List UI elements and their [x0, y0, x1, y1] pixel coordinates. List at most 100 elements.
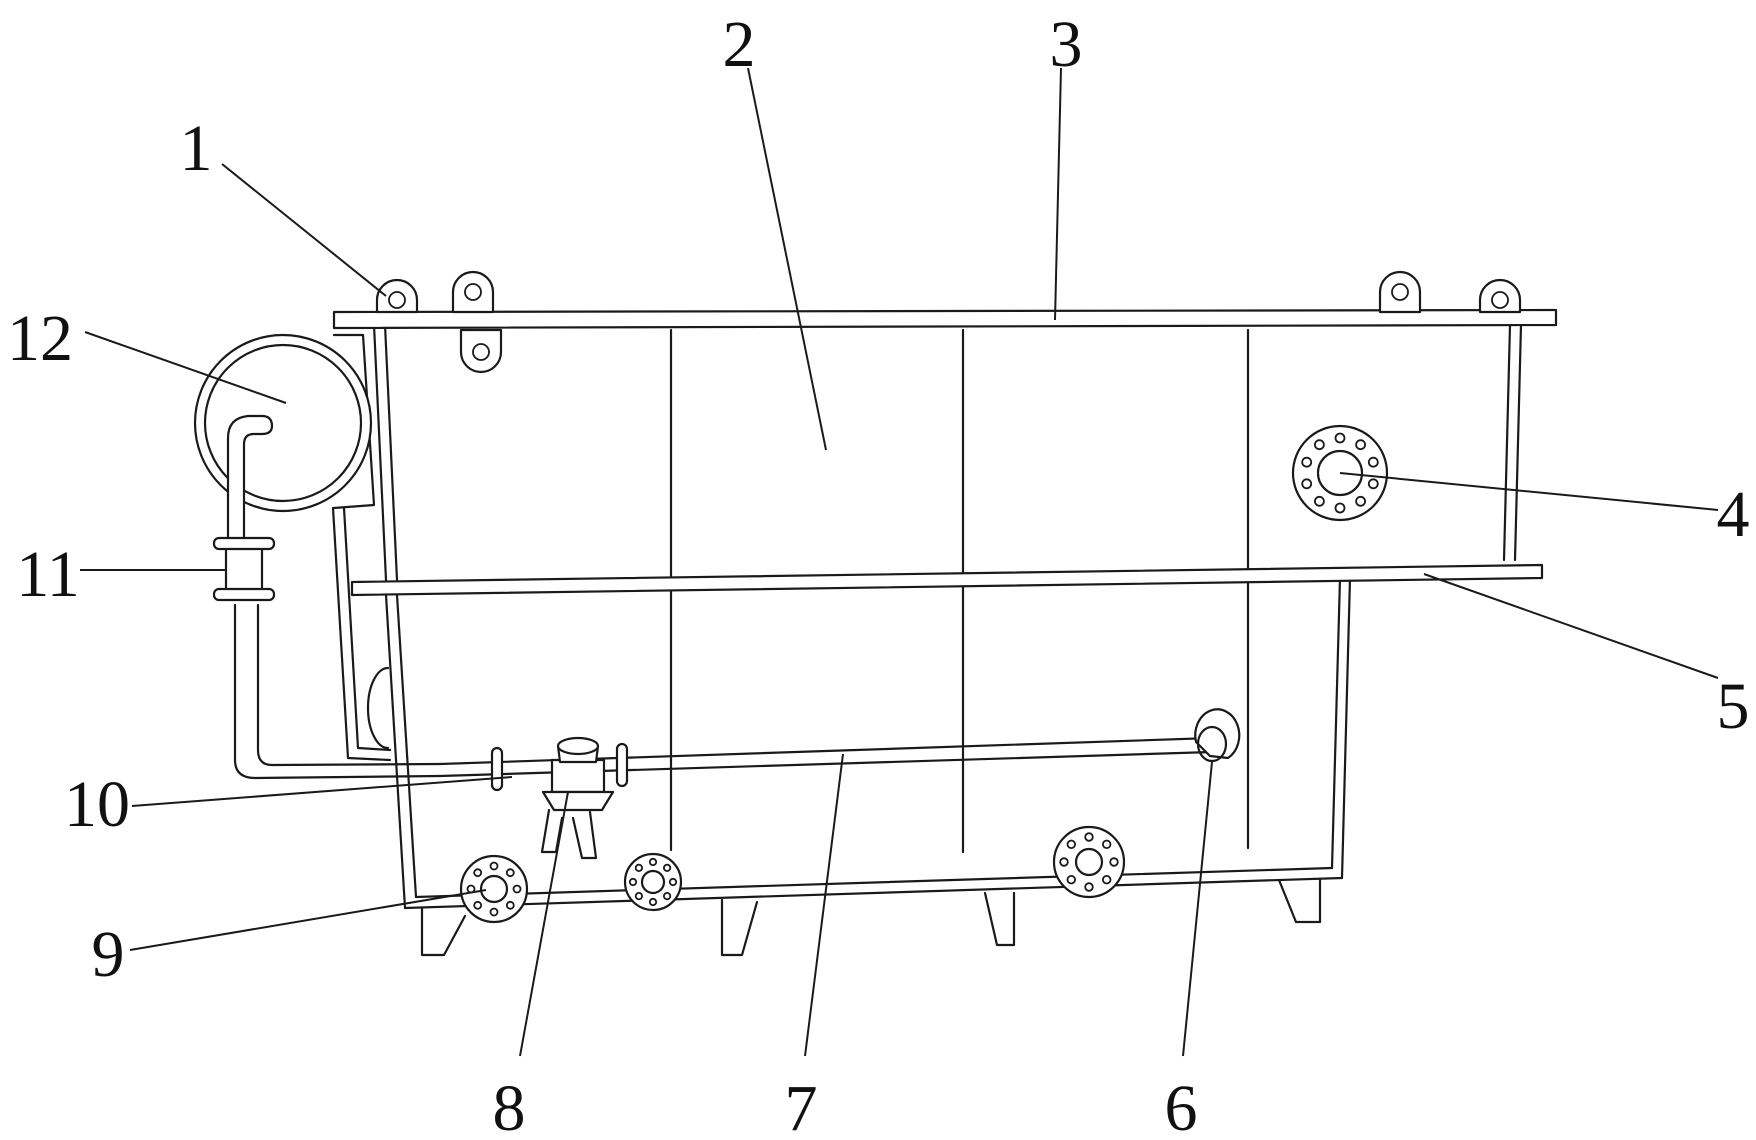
- lifting-lug: [375, 278, 419, 314]
- leader-lines: [80, 67, 1719, 1057]
- part-label-1: 1: [180, 112, 213, 185]
- part-label-5: 5: [1717, 670, 1750, 743]
- bolt-hole: [473, 868, 483, 878]
- bolt-hole: [1334, 502, 1346, 514]
- tank-left-wall-lower-inner: [395, 593, 418, 899]
- leader-line-6: [1182, 761, 1213, 1057]
- part-label-11: 11: [16, 538, 80, 611]
- outlet-flange-bolts: [1301, 432, 1379, 514]
- bolt-hole: [1084, 882, 1094, 892]
- part-label-4: 4: [1717, 478, 1750, 551]
- pipe-elbow-opening: [1196, 725, 1228, 763]
- wall-port: [366, 666, 390, 750]
- lifting-lug: [1378, 270, 1422, 314]
- motor-housing-inner: [203, 343, 363, 503]
- support-leg: [983, 891, 1016, 947]
- bolt-hole: [489, 861, 499, 871]
- bolt-hole: [505, 900, 515, 910]
- leader-line-5: [1423, 573, 1719, 679]
- support-leg: [1277, 878, 1322, 924]
- bottom-flange-bore: [1074, 847, 1104, 877]
- lifting-lug-hole: [1491, 291, 1509, 309]
- part-label-9: 9: [92, 918, 125, 991]
- leader-line-10: [131, 776, 513, 807]
- bolt-hole: [634, 891, 644, 901]
- bolt-hole: [1059, 857, 1069, 867]
- lifting-lugs: [375, 270, 1522, 374]
- air-pipe-lower-inner: [256, 603, 442, 767]
- part-label-6: 6: [1165, 1072, 1198, 1140]
- tank-right-wall-upper-outer: [1502, 323, 1512, 562]
- hanging-lug-hole: [472, 343, 490, 361]
- bottom-flange: [1052, 825, 1126, 899]
- leader-line-12: [84, 331, 287, 404]
- support-leg: [720, 898, 759, 957]
- part-label-7: 7: [785, 1072, 818, 1140]
- bolt-hole: [1109, 857, 1119, 867]
- lifting-lug-hole: [1391, 283, 1409, 301]
- pipeline-assembly: [438, 708, 1241, 860]
- tank-left-wall-lower-outer: [384, 593, 407, 910]
- lifting-lug-hole: [388, 291, 406, 309]
- bottom-flange-rim: [459, 854, 529, 924]
- bolt-hole: [648, 857, 658, 867]
- bolt-hole: [1334, 432, 1346, 444]
- tank-right-wall-upper-inner: [1513, 323, 1523, 562]
- bottom-flange-bolts: [628, 857, 678, 907]
- bolt-hole: [1066, 875, 1076, 885]
- leader-line-8: [519, 791, 569, 1057]
- tank-left-wall-upper-inner: [383, 323, 399, 582]
- bolt-hole: [1101, 839, 1112, 849]
- top-flange-rim: [332, 308, 1558, 330]
- bolt-hole: [1314, 495, 1325, 507]
- leader-line-4: [1339, 472, 1719, 511]
- bottom-flange-bolts: [1059, 832, 1119, 892]
- middle-flange-rim: [350, 563, 1544, 597]
- part-label-10: 10: [64, 768, 130, 841]
- bottom-flange-rim: [1052, 825, 1126, 899]
- bolt-hole: [634, 863, 644, 873]
- bolt-hole: [1301, 456, 1313, 468]
- bolt-hole: [1084, 832, 1094, 842]
- part-label-8: 8: [493, 1072, 526, 1140]
- bolt-hole: [648, 897, 658, 907]
- hanging-lug: [459, 328, 503, 374]
- tank-bottom-outer: [403, 876, 1344, 910]
- bolt-hole: [1101, 875, 1112, 885]
- tank-bottom-inner: [414, 866, 1334, 899]
- part-labels: 1 2 3 4 5 6 7 8 9 10 11 12: [7, 8, 1750, 1140]
- return-pipe-inner: [342, 506, 392, 752]
- leader-line-7: [804, 753, 844, 1057]
- air-pipe-lower-outer: [233, 603, 442, 780]
- bottom-flange: [623, 852, 683, 912]
- bolt-hole: [628, 877, 638, 887]
- bolt-hole: [512, 884, 522, 894]
- pipe-flange-left: [490, 746, 504, 792]
- outlet-flange-bore: [1316, 449, 1364, 497]
- bottom-flange-bore: [640, 869, 666, 895]
- leader-line-2: [747, 67, 827, 451]
- check-valve-flange: [212, 587, 276, 602]
- bolt-hole: [662, 863, 672, 873]
- bolt-hole: [1301, 478, 1313, 490]
- bolt-hole: [662, 891, 672, 901]
- leader-line-3: [1054, 67, 1062, 321]
- tank-body: [372, 323, 1523, 910]
- bottom-flange-rim: [623, 852, 683, 912]
- support-leg: [420, 906, 467, 957]
- lifting-lug: [451, 270, 495, 314]
- bolt-hole: [1355, 439, 1366, 451]
- bolt-hole: [489, 907, 499, 917]
- leader-line-1: [221, 163, 387, 297]
- return-pipe-outer: [331, 506, 392, 762]
- venturi-diffuser-legs: [540, 808, 598, 860]
- part-label-2: 2: [723, 8, 756, 81]
- bottom-flange: [459, 854, 529, 924]
- lifting-lug: [1478, 278, 1522, 314]
- part-label-3: 3: [1050, 8, 1083, 81]
- lifting-lug-hole: [464, 283, 482, 301]
- bolt-hole: [1367, 456, 1379, 468]
- bolt-hole: [505, 868, 515, 878]
- air-pipe-assembly: [212, 414, 442, 780]
